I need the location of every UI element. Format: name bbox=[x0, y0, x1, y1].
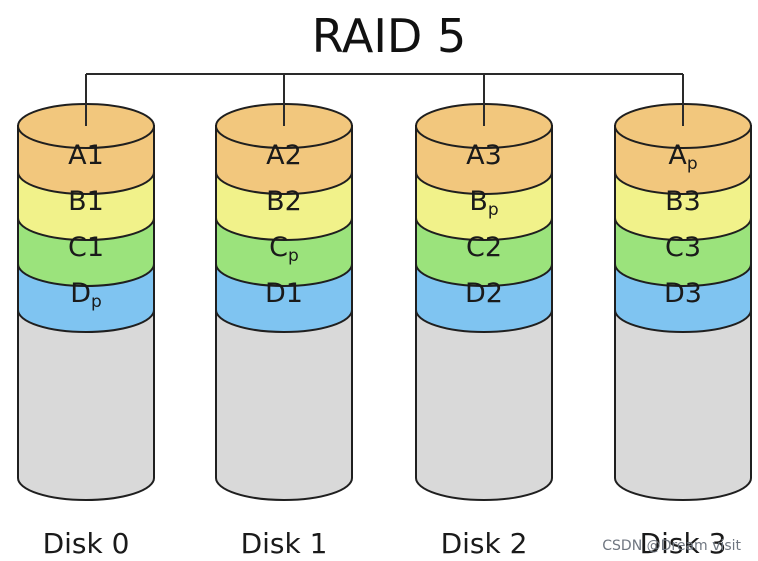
block-label-base: A2 bbox=[266, 140, 302, 171]
parity-subscript: p bbox=[488, 200, 499, 220]
block-label-base: B2 bbox=[266, 186, 302, 217]
block-label: D2 bbox=[465, 278, 503, 309]
block-label: B3 bbox=[665, 186, 701, 217]
block-label: D3 bbox=[664, 278, 702, 309]
diagram-title: RAID 5 bbox=[312, 9, 466, 63]
block-label-base: C2 bbox=[466, 232, 502, 263]
block-label: Dp bbox=[70, 278, 102, 312]
disk-label: Disk 2 bbox=[441, 527, 528, 560]
block-label-base: D2 bbox=[465, 278, 503, 309]
block-label: Bp bbox=[469, 186, 498, 220]
block-label-base: A bbox=[668, 140, 687, 171]
block-label: C3 bbox=[665, 232, 701, 263]
block-label-base: C3 bbox=[665, 232, 701, 263]
block-label: A1 bbox=[68, 140, 104, 171]
block-label-base: B3 bbox=[665, 186, 701, 217]
block-label: A3 bbox=[466, 140, 502, 171]
parity-subscript: p bbox=[687, 154, 698, 174]
block-label: Cp bbox=[269, 232, 299, 266]
disk-label: Disk 1 bbox=[241, 527, 328, 560]
block-label: C2 bbox=[466, 232, 502, 263]
block-label: B1 bbox=[68, 186, 104, 217]
block-label-base: A1 bbox=[68, 140, 104, 171]
disk-label: Disk 0 bbox=[43, 527, 130, 560]
block-label: B2 bbox=[266, 186, 302, 217]
block-label: C1 bbox=[68, 232, 104, 263]
disk-label: Disk 3 bbox=[640, 527, 727, 560]
block-label-base: C1 bbox=[68, 232, 104, 263]
block-label: D1 bbox=[265, 278, 303, 309]
block-label-base: A3 bbox=[466, 140, 502, 171]
block-label-base: D3 bbox=[664, 278, 702, 309]
block-label: A2 bbox=[266, 140, 302, 171]
block-label-base: D bbox=[70, 278, 91, 309]
parity-subscript: p bbox=[288, 246, 299, 266]
block-label-base: C bbox=[269, 232, 288, 263]
parity-subscript: p bbox=[91, 292, 102, 312]
block-label-base: B1 bbox=[68, 186, 104, 217]
block-label-base: D1 bbox=[265, 278, 303, 309]
block-label-base: B bbox=[469, 186, 488, 217]
block-label: Ap bbox=[668, 140, 697, 174]
watermark: CSDN @Dream visit bbox=[602, 538, 741, 554]
